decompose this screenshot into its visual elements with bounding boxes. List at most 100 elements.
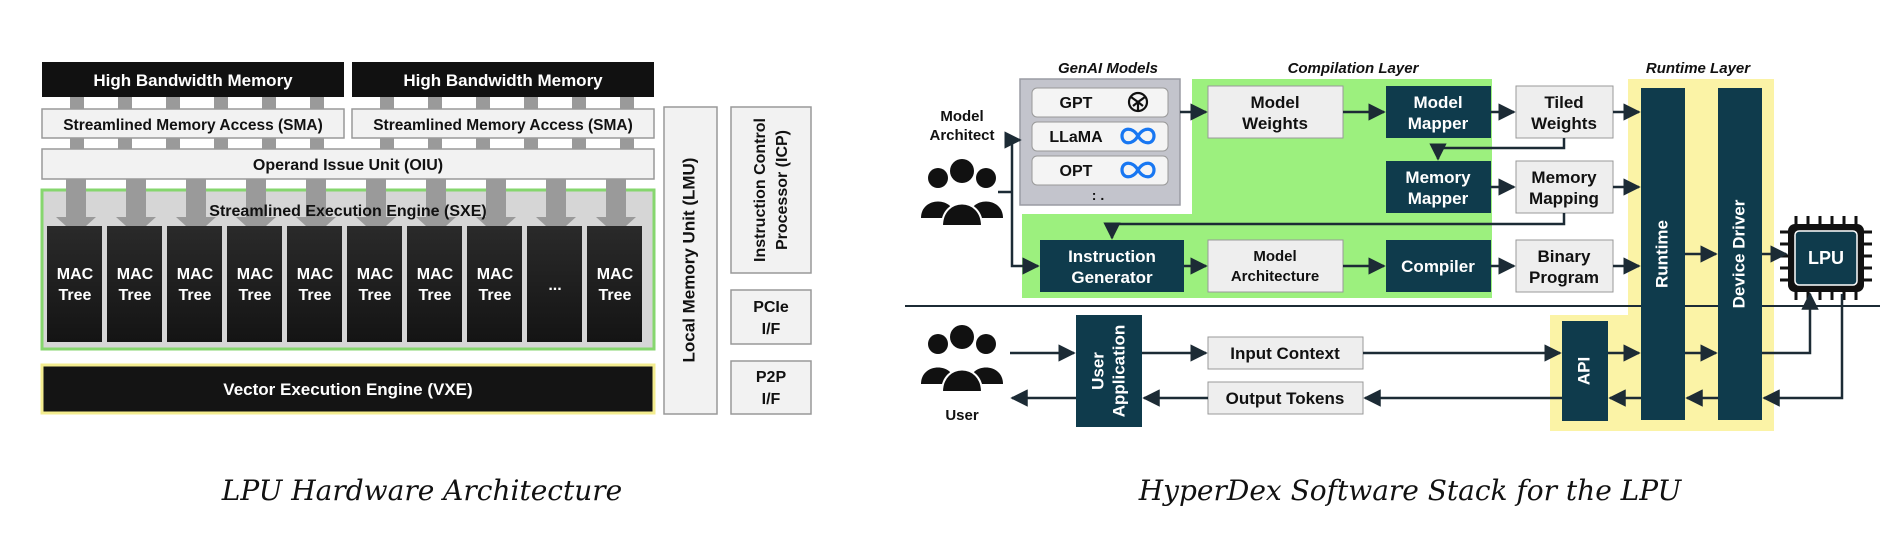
- device-driver-box: [1718, 88, 1762, 420]
- model-architecture-label-line2: Architecture: [1231, 268, 1319, 285]
- hbm-sma-connectors: [70, 97, 634, 109]
- model-gpt: GPT: [1031, 87, 1169, 118]
- model-opt-label: OPT: [1060, 163, 1093, 180]
- lmu-label: Local Memory Unit (LMU): [679, 158, 698, 363]
- instruction-generator-label-line1: Instruction: [1068, 247, 1156, 266]
- device-driver-label: Device Driver: [1729, 199, 1748, 308]
- mac-tree-label: MAC: [117, 266, 154, 283]
- sma-block-1: [41, 108, 345, 139]
- tiled-weights-label-line2: Weights: [1531, 114, 1597, 133]
- output-tokens-label: Output Tokens: [1226, 389, 1345, 408]
- memory-mapping-label-line2: Mapping: [1529, 189, 1599, 208]
- input-context-box: [1207, 336, 1364, 370]
- mac-tree: [167, 226, 222, 342]
- meta-icon: [1120, 127, 1156, 145]
- vxe-block: [40, 363, 656, 415]
- icp-label-line2: Processor (ICP): [774, 130, 791, 250]
- mac-tree-label: MAC: [237, 266, 274, 283]
- meta-icon: [1120, 161, 1156, 179]
- p2p-block: [730, 360, 812, 415]
- mac-tree-label: Tree: [179, 287, 212, 304]
- instruction-generator-label-line2: Generator: [1071, 268, 1153, 287]
- mac-tree-label: Tree: [299, 287, 332, 304]
- icp-block: [730, 106, 812, 274]
- oiu-block: [41, 148, 655, 180]
- hbm-label-2: High Bandwidth Memory: [403, 71, 603, 90]
- genai-models-title: GenAI Models: [1058, 60, 1158, 77]
- model-architect-label-line1: Model: [940, 108, 983, 125]
- mac-tree-label: Tree: [239, 287, 272, 304]
- models-more: : .: [1092, 187, 1104, 203]
- tiled-weights-label-line1: Tiled: [1544, 93, 1583, 112]
- user-application-label-line2: Application: [1109, 325, 1128, 418]
- model-mapper-box: [1386, 86, 1491, 138]
- user-label: User: [945, 407, 979, 424]
- mac-tree: [287, 226, 342, 342]
- mac-tree-ellipsis: [527, 226, 582, 342]
- binary-program-label-line1: Binary: [1538, 247, 1591, 266]
- model-weights-label-line2: Weights: [1242, 114, 1308, 133]
- model-opt: OPT: [1031, 155, 1169, 186]
- mac-tree-label: Tree: [59, 287, 92, 304]
- runtime-label: Runtime: [1652, 220, 1671, 288]
- api-box: [1562, 321, 1608, 421]
- p2p-label-line2: I/F: [762, 391, 781, 408]
- mac-tree-label: MAC: [357, 266, 394, 283]
- memory-mapper-label-line2: Mapper: [1408, 189, 1469, 208]
- mac-tree: [227, 226, 282, 342]
- mac-tree-label: MAC: [57, 266, 94, 283]
- oiu-mac-arrows: [56, 179, 636, 235]
- model-weights-label-line1: Model: [1250, 93, 1299, 112]
- mac-tree: [107, 226, 162, 342]
- pcie-label-line2: I/F: [762, 321, 781, 338]
- api-label: API: [1574, 357, 1593, 385]
- model-llama-label: LLaMA: [1049, 129, 1103, 146]
- mac-tree: [347, 226, 402, 342]
- sxe-label: Streamlined Execution Engine (SXE): [209, 203, 486, 220]
- compiler-label: Compiler: [1401, 257, 1475, 276]
- mac-tree-label: MAC: [297, 266, 334, 283]
- hbm-block-1: [42, 62, 344, 97]
- user-application-box: [1076, 315, 1142, 427]
- mac-tree-label: MAC: [597, 266, 634, 283]
- mac-tree-label: Tree: [359, 287, 392, 304]
- icp-label-line1: Instruction Control: [752, 118, 769, 262]
- lpu-chip: LPU: [1780, 216, 1872, 300]
- mac-tree-label: MAC: [177, 266, 214, 283]
- software-stack: GenAI Models Compilation Layer Runtime L…: [905, 60, 1880, 507]
- model-architect-label-line2: Architect: [929, 127, 994, 144]
- openai-icon: [1127, 91, 1149, 113]
- hardware-architecture: High Bandwidth Memory High Bandwidth Mem…: [40, 62, 812, 507]
- sma-oiu-connectors: [70, 138, 634, 149]
- instruction-generator-box: [1040, 240, 1184, 292]
- mac-tree-label: MAC: [477, 266, 514, 283]
- sma-label-1: Streamlined Memory Access (SMA): [63, 117, 323, 134]
- oiu-label: Operand Issue Unit (OIU): [253, 157, 443, 174]
- hardware-caption: LPU Hardware Architecture: [221, 474, 622, 507]
- binary-program-box: [1515, 239, 1614, 293]
- memory-mapper-box: [1386, 161, 1491, 213]
- pcie-label-line1: PCIe: [753, 299, 789, 316]
- model-gpt-label: GPT: [1060, 95, 1093, 112]
- people-icon: [921, 325, 1003, 393]
- lmu-block: [663, 106, 718, 415]
- compiler-box: [1386, 240, 1491, 292]
- memory-mapping-label-line1: Memory: [1531, 168, 1597, 187]
- mac-tree-label: Tree: [599, 287, 632, 304]
- mac-tree-label: Tree: [119, 287, 152, 304]
- runtime-box: [1641, 88, 1685, 420]
- binary-program-label-line2: Program: [1529, 268, 1599, 287]
- hbm-label-1: High Bandwidth Memory: [93, 71, 293, 90]
- input-context-label: Input Context: [1230, 344, 1340, 363]
- lpu-label: LPU: [1808, 248, 1844, 268]
- mac-tree: [47, 226, 102, 342]
- mac-tree: [587, 226, 642, 342]
- user-application-label-line1: User: [1088, 352, 1107, 390]
- model-mapper-label-line1: Model: [1413, 93, 1462, 112]
- sma-block-2: [351, 108, 655, 139]
- vxe-label: Vector Execution Engine (VXE): [223, 380, 472, 399]
- runtime-layer-title: Runtime Layer: [1646, 60, 1751, 77]
- memory-mapper-label-line1: Memory: [1405, 168, 1471, 187]
- sma-label-2: Streamlined Memory Access (SMA): [373, 117, 633, 134]
